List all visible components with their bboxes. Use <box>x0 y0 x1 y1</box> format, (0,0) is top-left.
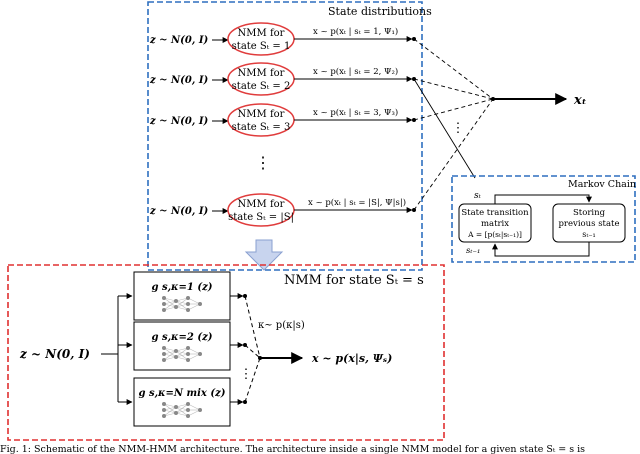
nmm-vertical-ellipsis: ⋮ <box>240 367 253 382</box>
transition-line1: State transition <box>461 208 529 218</box>
nmm-detail-panel <box>7 264 445 441</box>
nmm-node-s-line2: state Sₜ = |S| <box>228 212 294 223</box>
markov-chain-title: Markov Chain <box>568 179 636 190</box>
nmm-node-2-line2: state Sₜ = 2 <box>232 81 291 92</box>
nmm-node-1-line2: state Sₜ = 1 <box>232 41 291 52</box>
mixture-component-n: g s,κ=N mix (z) <box>133 377 231 427</box>
vertical-ellipsis-right: ⋮ <box>452 121 465 136</box>
st-label: sₜ <box>474 191 482 201</box>
state-row-2: z ~ N(0, I) NMM for state Sₜ = 2 x ~ p(x… <box>149 62 413 96</box>
nmm-node-2-line1: NMM for <box>238 68 285 79</box>
state-distributions-panel <box>147 1 423 271</box>
kappa-label: κ~ p(κ|s) <box>258 320 305 331</box>
feedback-label: sₜ₋₁ <box>466 246 480 256</box>
component-outputs <box>230 293 261 405</box>
nmm-detail-output: x ~ p(x|s, Ψₛ) <box>311 352 392 365</box>
state-row-s: z ~ N(0, I) NMM for state Sₜ = |S| x ~ p… <box>149 193 413 227</box>
mixture-component-1: g s,κ=1 (z) <box>133 271 231 321</box>
mixture-component-2: g s,κ=2 (z) <box>133 321 231 371</box>
nmm-node-s-line1: NMM for <box>238 199 285 210</box>
state-output-2: x ~ p(xₜ | sₜ = 2, Ψ₂) <box>313 66 398 77</box>
latent-input-1: z ~ N(0, I) <box>149 35 208 46</box>
vertical-ellipsis-top: ⋮ <box>255 153 271 172</box>
expand-arrow <box>244 239 284 271</box>
nmm-input-branches <box>101 293 133 405</box>
component-n-label: g s,κ=N mix (z) <box>138 388 225 399</box>
markov-chain-panel <box>451 175 636 263</box>
latent-input-2: z ~ N(0, I) <box>149 75 208 86</box>
storing-line3: sₜ₋₁ <box>582 230 596 239</box>
component-1-label: g s,κ=1 (z) <box>151 282 212 293</box>
output-xt: xₜ <box>573 93 587 108</box>
state-row-1: z ~ N(0, I) NMM for state Sₜ = 1 x ~ p(x… <box>149 22 413 56</box>
storing-line2: previous state <box>558 219 619 229</box>
transition-line3: A = [p(sₜ|sₜ₋₁)] <box>467 230 522 239</box>
nmm-detail-title: NMM for state Sₜ = s <box>284 273 424 288</box>
nmm-node-1-line1: NMM for <box>238 28 285 39</box>
transition-line2: matrix <box>481 219 509 229</box>
latent-input-4: z ~ N(0, I) <box>149 206 208 217</box>
state-output-1: x ~ p(xₜ | sₜ = 1, Ψ₁) <box>313 26 398 37</box>
figure-caption: Fig. 1: Schematic of the NMM-HMM archite… <box>0 444 585 454</box>
nmm-detail-input: z ~ N(0, I) <box>19 347 90 361</box>
state-row-3: z ~ N(0, I) NMM for state Sₜ = 3 x ~ p(x… <box>149 103 413 137</box>
nmm-node-3-line2: state Sₜ = 3 <box>232 122 291 133</box>
state-selector-lines <box>413 38 494 211</box>
storing-line1: Storing <box>573 208 606 218</box>
component-2-label: g s,κ=2 (z) <box>151 332 212 343</box>
state-distributions-title: State distributions <box>328 5 432 18</box>
state-output-s: x ~ p(xₜ | sₜ = |S|, Ψ|s|) <box>308 197 406 208</box>
state-output-3: x ~ p(xₜ | sₜ = 3, Ψ₃) <box>313 107 398 118</box>
nmm-node-3-line1: NMM for <box>238 109 285 120</box>
latent-input-3: z ~ N(0, I) <box>149 116 208 127</box>
markov-arrows <box>492 194 592 257</box>
